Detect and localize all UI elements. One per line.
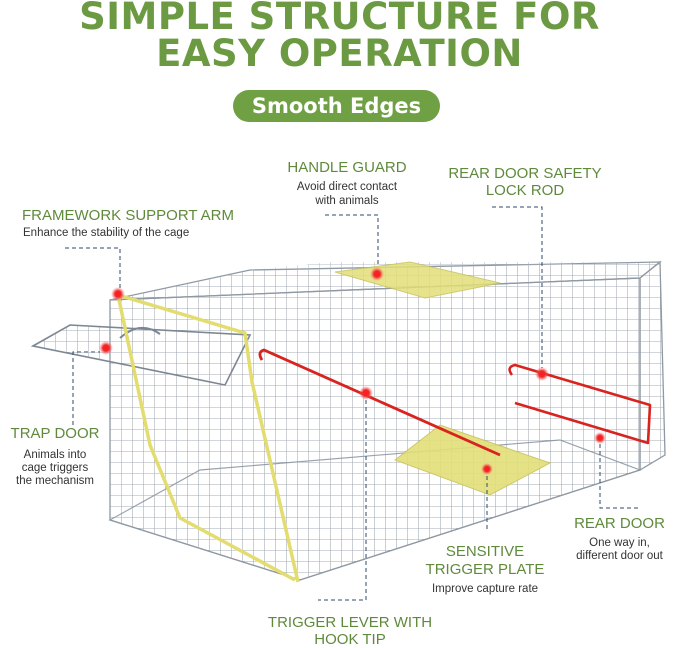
trap-door-desc-1: Animals into [23, 449, 87, 461]
rear-door-lock-rod [508, 363, 652, 445]
rear-lock-rod-label-2: LOCK ROD [485, 182, 565, 199]
framework-arm-label: FRAMEWORK SUPPORT ARM [22, 207, 234, 224]
trap-door-desc-3: the mechanism [16, 475, 94, 487]
trigger-plate-label-2: TRIGGER PLATE [425, 561, 545, 578]
rear-door-desc-1: One way in, [589, 537, 650, 549]
rear-lock-rod-label-1: REAR DOOR SAFETY [448, 165, 602, 182]
trap-door-desc-2: cage triggers [21, 462, 89, 474]
handle-guard-label: HANDLE GUARD [287, 159, 407, 176]
handle-guard-desc-2: with animals [315, 195, 379, 207]
trigger-plate-label-1: SENSITIVE [445, 543, 525, 560]
trigger-plate [393, 424, 552, 496]
framework-arm-desc: Enhance the stability of the cage [23, 227, 190, 239]
rear-door-label: REAR DOOR [574, 515, 665, 532]
handle-guard-desc-1: Avoid direct contact [296, 181, 398, 193]
headline-line-2: EASY OPERATION [156, 32, 523, 75]
smooth-edges-badge: Smooth Edges [233, 90, 440, 122]
trigger-lever-label-2: HOOK TIP [314, 631, 386, 648]
rear-door-desc-2: different door out [576, 550, 663, 562]
trigger-lever-label-1: TRIGGER LEVER WITH [267, 614, 433, 631]
trap-door-panel [30, 324, 252, 386]
headline-line-1: SIMPLE STRUCTURE FOR [79, 0, 600, 38]
trigger-plate-desc: Improve capture rate [431, 583, 539, 595]
trap-door-label: TRAP DOOR [10, 425, 100, 442]
leader-lines [65, 206, 640, 601]
trigger-lever [258, 348, 501, 457]
framework-support-arm [116, 293, 300, 583]
